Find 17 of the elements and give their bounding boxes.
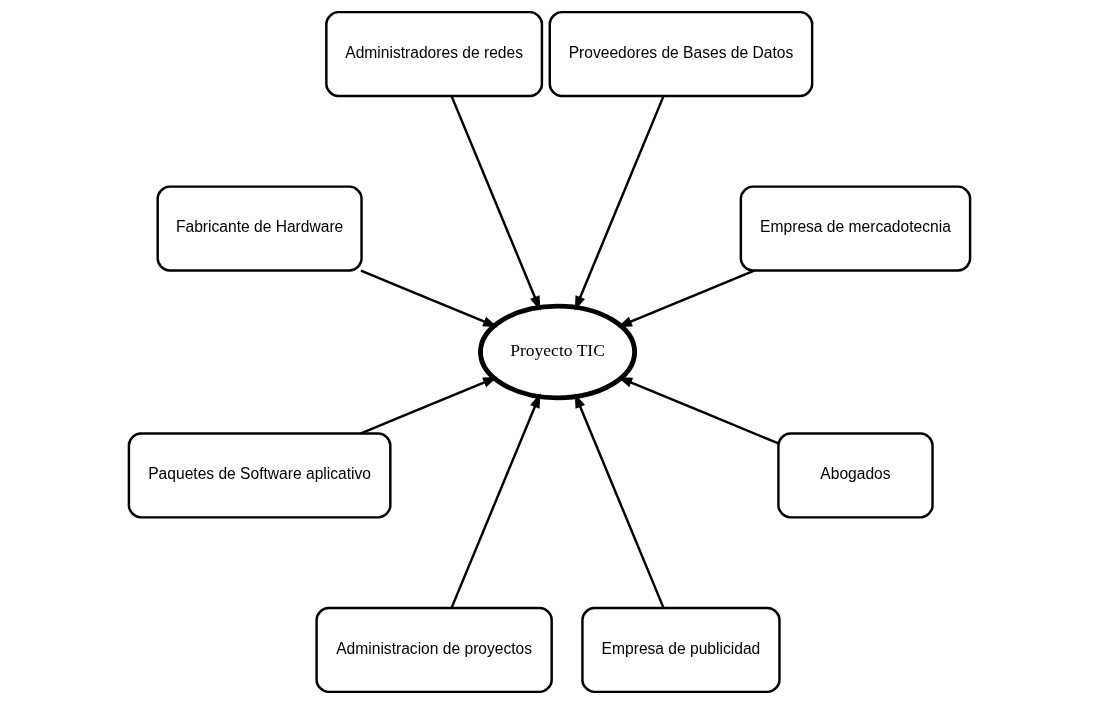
arrow <box>360 376 498 435</box>
node-box: Proveedores de Bases de Datos <box>548 10 814 98</box>
arrow <box>574 393 665 609</box>
node-ellipse: Proyecto TIC <box>478 303 638 401</box>
node-box: Empresa de publicidad <box>581 606 781 694</box>
arrow <box>574 95 665 311</box>
node-box: Administracion de proyectos <box>315 606 553 694</box>
node-box: Administradores de redes <box>325 10 544 98</box>
arrow <box>450 95 541 311</box>
node-box: Abogados <box>777 432 934 519</box>
arrow <box>450 393 541 609</box>
arrow <box>617 269 755 328</box>
node-box: Fabricante de Hardware <box>156 185 363 272</box>
arrow <box>617 376 779 445</box>
node-box: Paquetes de Software aplicativo <box>127 432 392 519</box>
arrow <box>360 269 498 328</box>
node-box: Empresa de mercadotecnia <box>739 185 972 272</box>
